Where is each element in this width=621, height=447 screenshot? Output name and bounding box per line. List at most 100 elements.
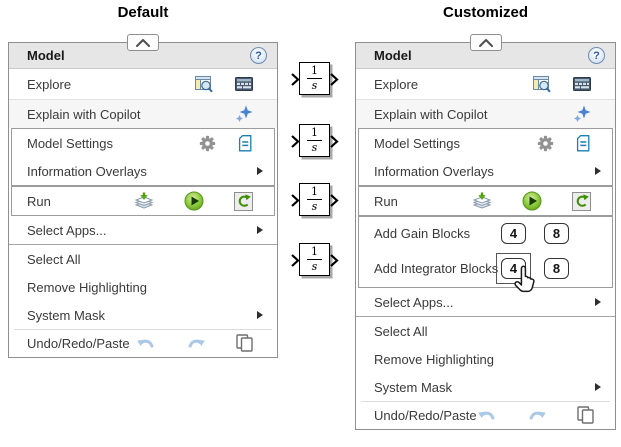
menu-item-explain-with-copilot[interactable]: Explain with Copilot bbox=[356, 99, 615, 128]
menu-item-label: Information Overlays bbox=[374, 163, 494, 179]
submenu-arrow-icon bbox=[257, 311, 263, 319]
menu-item-select-all[interactable]: Select All bbox=[9, 245, 277, 273]
submenu-arrow-icon bbox=[595, 298, 601, 306]
menu-item-information-overlays[interactable]: Information Overlays bbox=[12, 157, 274, 185]
menu-item-label: Explore bbox=[27, 76, 72, 92]
menu-item-run[interactable]: Run bbox=[12, 187, 274, 215]
customized-menu-title: Customized bbox=[442, 4, 528, 21]
play-icon[interactable] bbox=[522, 191, 542, 211]
model-explorer-icon[interactable] bbox=[195, 75, 213, 93]
menu-group-custom-blocks: Add Gain Blocks 4 8 Add Integrator Block… bbox=[358, 216, 613, 293]
config-document-icon[interactable] bbox=[238, 134, 253, 152]
undo-icon[interactable] bbox=[136, 336, 156, 351]
default-menu-title: Default bbox=[117, 4, 169, 21]
menu-item-label: Model Settings bbox=[27, 135, 113, 151]
output-port-icon bbox=[330, 135, 339, 148]
menu-item-label: System Mask bbox=[374, 379, 453, 395]
gear-icon[interactable] bbox=[537, 135, 554, 152]
submenu-arrow-icon bbox=[257, 226, 263, 234]
menu-group-run: Run bbox=[358, 186, 613, 216]
menu-item-label: Add Gain Blocks bbox=[374, 226, 471, 241]
menu-item-system-mask[interactable]: System Mask bbox=[9, 301, 277, 329]
menu-item-label: Undo/Redo/Paste bbox=[27, 335, 130, 351]
menu-item-select-apps[interactable]: Select Apps... bbox=[9, 216, 277, 245]
menu-item-run[interactable]: Run bbox=[359, 187, 612, 215]
menu-item-label: Explore bbox=[374, 76, 419, 92]
model-data-editor-icon[interactable] bbox=[573, 77, 591, 91]
menu-item-label: Run bbox=[374, 193, 398, 209]
gain-count-4-button[interactable]: 4 bbox=[501, 223, 526, 244]
menu-item-select-apps[interactable]: Select Apps... bbox=[356, 288, 615, 317]
update-diagram-icon[interactable] bbox=[472, 192, 492, 210]
submenu-arrow-icon bbox=[595, 383, 601, 391]
undo-icon[interactable] bbox=[477, 408, 497, 423]
menu-item-undo-redo-paste[interactable]: Undo/Redo/Paste bbox=[356, 401, 615, 429]
paste-icon[interactable] bbox=[576, 406, 594, 424]
menu-item-explain-with-copilot[interactable]: Explain with Copilot bbox=[9, 99, 277, 128]
menu-item-remove-highlighting[interactable]: Remove Highlighting bbox=[356, 345, 615, 373]
menu-item-explore[interactable]: Explore bbox=[9, 69, 277, 99]
copilot-sparkle-icon[interactable] bbox=[235, 105, 253, 123]
submenu-arrow-icon bbox=[595, 167, 601, 175]
integrator-count-8-button[interactable]: 8 bbox=[544, 258, 569, 279]
help-icon[interactable]: ? bbox=[250, 47, 267, 64]
hover-selection-box bbox=[496, 253, 531, 284]
menu-item-model-settings[interactable]: Model Settings bbox=[359, 129, 612, 157]
menu-item-add-gain-blocks[interactable]: Add Gain Blocks 4 8 bbox=[359, 217, 612, 250]
help-glyph: ? bbox=[255, 49, 262, 62]
redo-icon[interactable] bbox=[527, 408, 547, 423]
default-context-menu: Model ? Explore bbox=[8, 34, 278, 358]
menu-item-information-overlays[interactable]: Information Overlays bbox=[359, 157, 612, 185]
chevron-up-icon bbox=[478, 38, 493, 47]
chevron-up-icon bbox=[136, 38, 150, 47]
collapse-button[interactable] bbox=[469, 34, 502, 51]
copilot-sparkle-icon[interactable] bbox=[573, 105, 591, 123]
menu-item-label: Explain with Copilot bbox=[374, 106, 488, 122]
refresh-icon[interactable] bbox=[234, 191, 253, 211]
help-glyph: ? bbox=[593, 49, 600, 62]
menu-item-undo-redo-paste[interactable]: Undo/Redo/Paste bbox=[9, 329, 277, 357]
update-diagram-icon[interactable] bbox=[134, 192, 154, 210]
config-document-icon[interactable] bbox=[576, 134, 591, 152]
help-icon[interactable]: ? bbox=[588, 47, 605, 64]
menu-item-explore[interactable]: Explore bbox=[356, 69, 615, 99]
input-port-icon bbox=[291, 254, 300, 267]
paste-icon[interactable] bbox=[236, 334, 253, 352]
collapse-button[interactable] bbox=[127, 34, 159, 51]
menu-group-model: Model Settings bbox=[358, 128, 613, 186]
input-port-icon bbox=[291, 73, 300, 86]
menu-title: Model bbox=[27, 48, 65, 63]
menu-item-system-mask[interactable]: System Mask bbox=[356, 373, 615, 401]
menu-item-label: Select All bbox=[374, 323, 428, 339]
menu-item-remove-highlighting[interactable]: Remove Highlighting bbox=[9, 273, 277, 301]
refresh-icon[interactable] bbox=[572, 191, 591, 211]
menu-item-select-all[interactable]: Select All bbox=[356, 317, 615, 345]
model-data-editor-icon[interactable] bbox=[235, 77, 253, 91]
output-port-icon bbox=[330, 194, 339, 207]
gain-count-8-button[interactable]: 8 bbox=[544, 223, 569, 244]
menu-item-model-settings[interactable]: Model Settings bbox=[12, 129, 274, 157]
menu-group-model: Model Settings bbox=[11, 128, 275, 186]
submenu-arrow-icon bbox=[257, 167, 263, 175]
redo-icon[interactable] bbox=[186, 336, 206, 351]
menu-item-add-integrator-blocks[interactable]: Add Integrator Blocks 4 8 bbox=[359, 250, 612, 293]
menu-title: Model bbox=[374, 48, 412, 63]
menu-item-label: Run bbox=[27, 193, 51, 209]
model-explorer-icon[interactable] bbox=[533, 75, 551, 93]
play-icon[interactable] bbox=[184, 191, 204, 211]
menu-item-label: Remove Highlighting bbox=[374, 351, 494, 367]
gear-icon[interactable] bbox=[199, 135, 216, 152]
output-port-icon bbox=[330, 254, 339, 267]
menu-group-run: Run bbox=[11, 186, 275, 216]
